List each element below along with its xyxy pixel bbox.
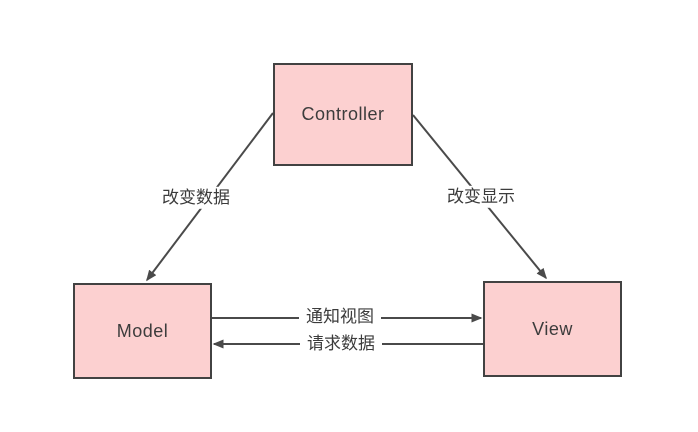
node-view: View (483, 281, 622, 377)
node-model-label: Model (116, 320, 169, 341)
edge-label-change-display: 改变显示 (440, 185, 522, 209)
node-controller-label: Controller (301, 104, 385, 124)
edge-label-change-data: 改变数据 (155, 186, 237, 210)
node-controller: Controller (273, 63, 413, 166)
node-view-label: View (532, 318, 573, 339)
node-model: Model (73, 283, 212, 379)
edge-label-request-data: 请求数据 (300, 332, 382, 356)
edge-label-notify-view: 通知视图 (299, 305, 381, 329)
